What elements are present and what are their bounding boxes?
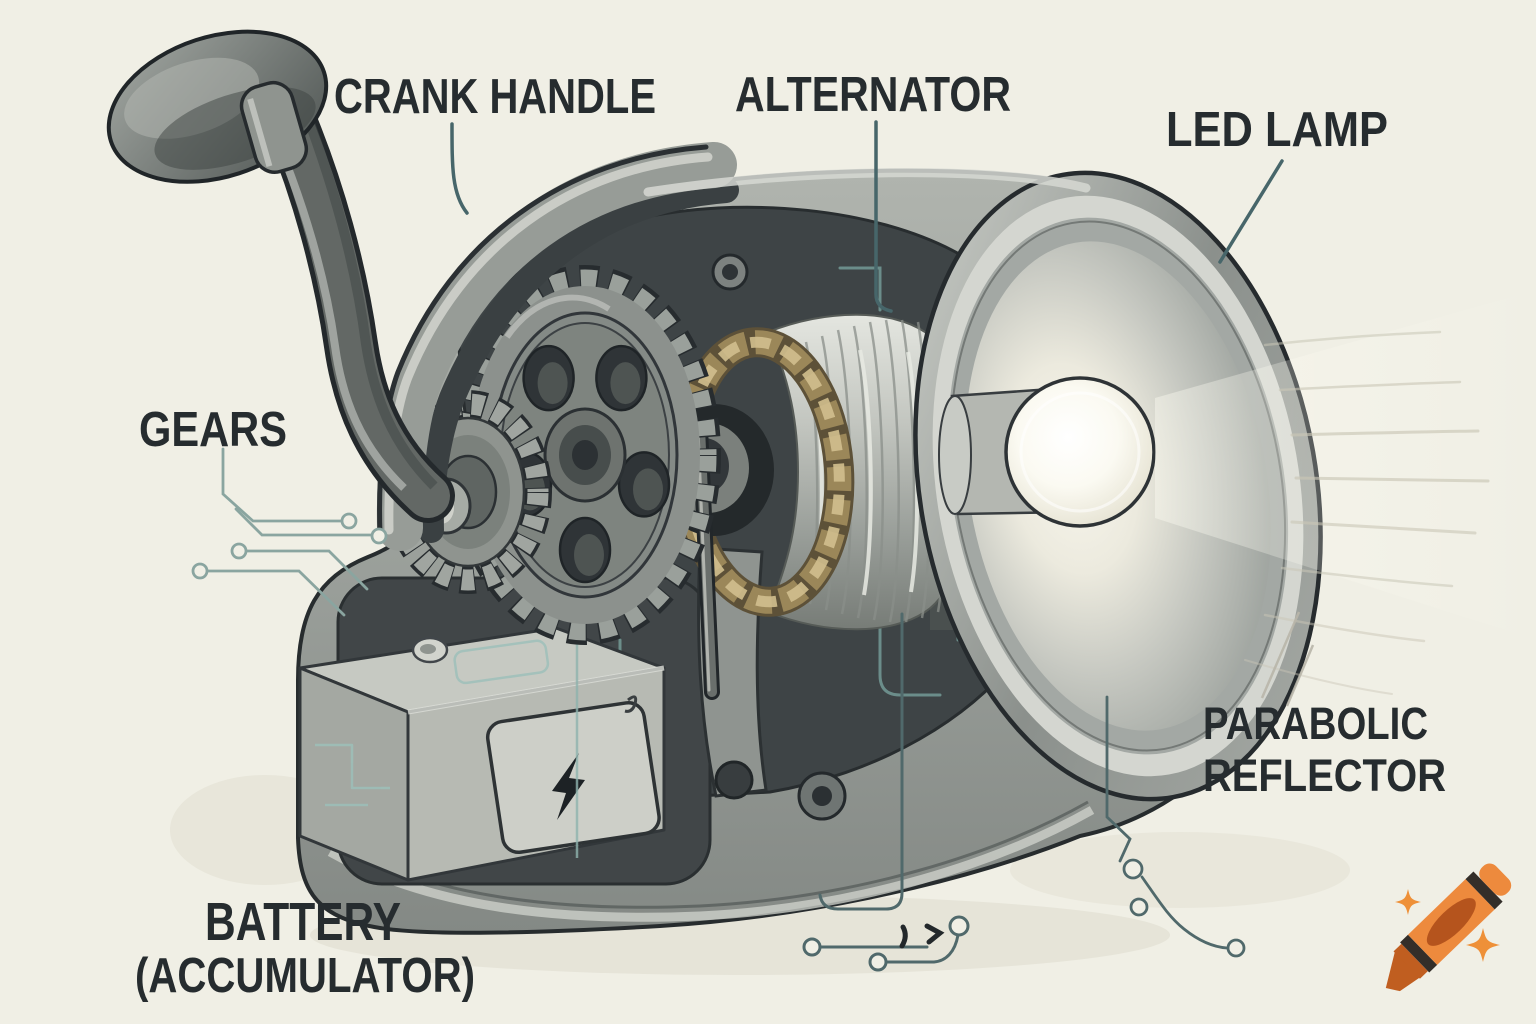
crayon-label [1426, 898, 1476, 946]
label-accumulator: (ACCUMULATOR) [135, 949, 475, 1003]
led-lamp-leader [1218, 159, 1284, 264]
label-crank-handle: CRANK HANDLE [334, 70, 656, 124]
battery-circuit-traces [315, 638, 579, 858]
light-rays [1155, 290, 1536, 707]
top-band-highlight [643, 168, 1091, 197]
crayon-logo [1385, 863, 1512, 992]
label-reflector: REFLECTOR [1203, 750, 1446, 801]
right-circuit-glyph [1105, 695, 1246, 958]
led-cylinder-cap [938, 395, 972, 515]
battery-terminal-center [420, 644, 436, 654]
reflector-sketch-strokes [1260, 611, 1315, 707]
label-parabolic: PARABOLIC [1203, 698, 1428, 749]
screw-top [711, 253, 749, 291]
crayon-end-cap [1479, 863, 1512, 896]
screw-bottom [797, 771, 847, 821]
alternator-leader [874, 120, 893, 313]
sparkle-icon-small [1395, 889, 1421, 915]
leader-lines [450, 120, 1284, 313]
label-alternator: ALTERNATOR [735, 68, 1011, 122]
crank-handle [106, 29, 455, 523]
strut-hole [714, 760, 754, 800]
sparkle-icon-large [1466, 928, 1500, 962]
battery-front-edge-highlight [407, 665, 665, 715]
battery [298, 626, 666, 882]
crank-arm-shade [303, 116, 438, 490]
label-gears: GEARS [139, 403, 287, 457]
bottom-circuit-glyph [802, 612, 970, 972]
crank-arm-highlight [268, 126, 407, 491]
crank-arm [268, 100, 450, 518]
crank-handle-leader [450, 122, 469, 215]
crayon-stripe-front [1400, 934, 1438, 973]
body-bottom-highlight [327, 806, 1095, 922]
label-led-lamp: LED LAMP [1166, 103, 1388, 157]
label-battery: BATTERY [205, 892, 401, 952]
crayon-stripe-back [1465, 871, 1503, 910]
crayon-tip [1385, 951, 1420, 992]
sketch-mark [624, 695, 638, 713]
part-labels: CRANK HANDLE ALTERNATOR LED LAMP GEARS P… [135, 68, 1446, 1003]
reflector-head [913, 170, 1323, 802]
ground-shadow-right [1010, 832, 1350, 908]
gears-circuit-motif [191, 447, 388, 617]
battery-label-panel [485, 701, 661, 855]
lightning-bolt-icon [552, 753, 585, 820]
crank-knob-collar [239, 80, 309, 174]
led-dome [1004, 376, 1156, 528]
